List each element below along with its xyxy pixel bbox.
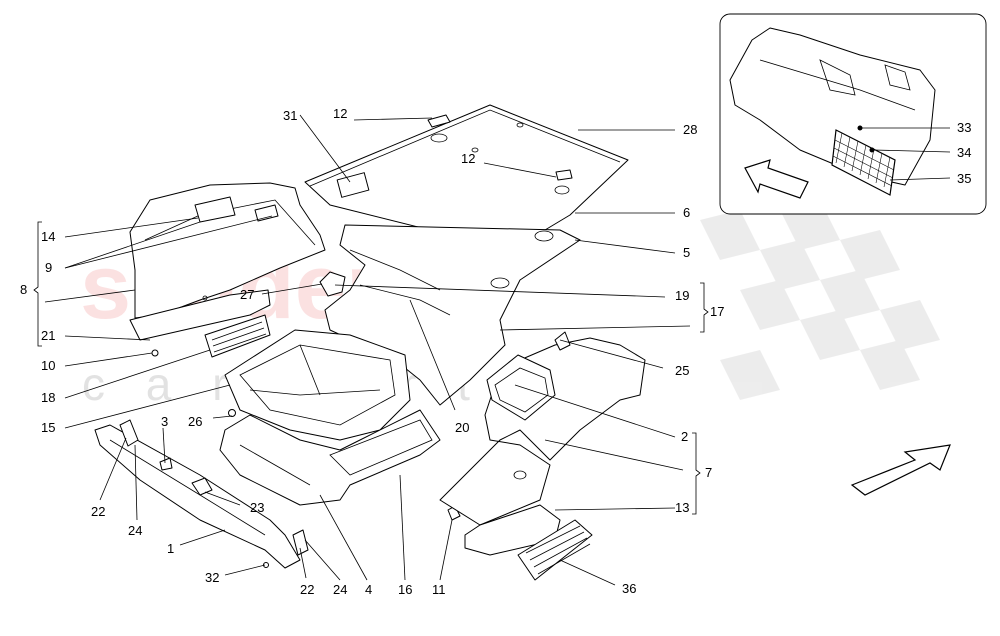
part-18-vent-grille	[204, 314, 271, 358]
part-1-sill-trim	[94, 419, 309, 569]
detail-inset: 33 34 35	[719, 13, 987, 215]
callout-11: 11	[432, 582, 446, 597]
callout-35: 35	[957, 171, 971, 186]
callout-19: 19	[675, 288, 689, 303]
callout-24: 24	[333, 582, 347, 597]
callout-10: 10	[41, 358, 55, 373]
part-26-fastener	[228, 409, 236, 417]
callout-1: 1	[167, 541, 174, 556]
part-23-clip	[191, 477, 213, 496]
part-4-lower-tray	[219, 409, 441, 506]
callout-2: 2	[681, 429, 688, 444]
direction-arrow-icon	[850, 444, 951, 496]
callout-16: 16	[398, 582, 412, 597]
callout-13: 13	[675, 500, 689, 515]
part-6-floor-panel	[304, 104, 629, 249]
part-36-mesh-panel	[517, 519, 593, 581]
group-brackets	[33, 221, 709, 515]
direction-arrow-icon	[744, 159, 809, 199]
callout-26: 26	[188, 414, 202, 429]
leader-lines	[44, 114, 691, 586]
callout-22: 22	[300, 582, 314, 597]
callout-23: 23	[250, 500, 264, 515]
callout-32: 32	[205, 570, 219, 585]
callout-14: 14	[41, 229, 55, 244]
callout-numbers: 31 12 12 28 6 5 19 17 25 2 7 13 36 11 16…	[20, 106, 724, 597]
callout-12: 12	[333, 106, 347, 121]
callout-36: 36	[622, 581, 636, 596]
part-5-floor-lining	[324, 224, 581, 406]
callout-33: 33	[957, 120, 971, 135]
part-10-fastener	[151, 349, 159, 357]
callout-6: 6	[683, 205, 690, 220]
callout-24: 24	[128, 523, 142, 538]
callout-4: 4	[365, 582, 372, 597]
callout-3: 3	[161, 414, 168, 429]
callout-17: 17	[710, 304, 724, 319]
part-8-left-side-trim	[129, 182, 326, 341]
part-15-storage-tray	[224, 329, 411, 441]
callout-12: 12	[461, 151, 475, 166]
checkered-flag-watermark	[700, 200, 940, 400]
callout-31: 31	[283, 108, 297, 123]
callout-15: 15	[41, 420, 55, 435]
callout-22: 22	[91, 504, 105, 519]
part-7-right-side-trim	[439, 331, 646, 556]
callout-8: 8	[20, 282, 27, 297]
callout-34: 34	[957, 145, 971, 160]
callout-21: 21	[41, 328, 55, 343]
part-3-clip	[159, 457, 173, 471]
callout-7: 7	[705, 465, 712, 480]
callout-18: 18	[41, 390, 55, 405]
callout-28: 28	[683, 122, 697, 137]
callout-9: 9	[45, 260, 52, 275]
callout-25: 25	[675, 363, 689, 378]
part-27-grommet	[319, 271, 346, 297]
callout-20: 20	[455, 420, 469, 435]
callout-27: 27	[240, 287, 254, 302]
callout-5: 5	[683, 245, 690, 260]
